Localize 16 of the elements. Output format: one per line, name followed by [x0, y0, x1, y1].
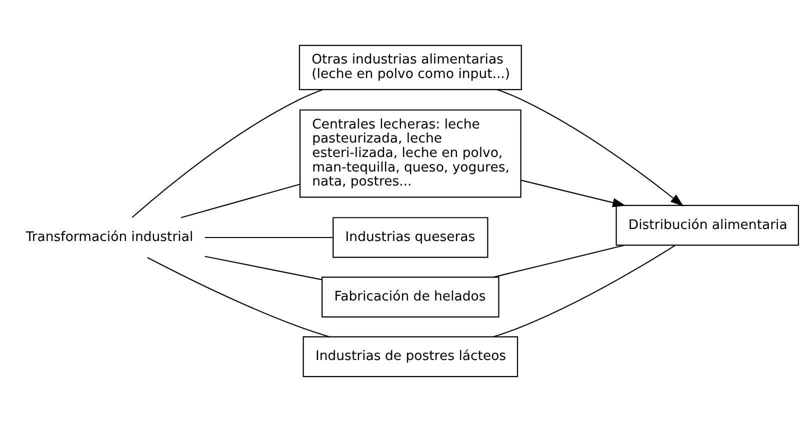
node-box: Otras industrias alimentarias (leche en polvo como input...): [298, 44, 522, 90]
node-box: Industrias de postres lácteos: [302, 336, 518, 378]
connector: [132, 89, 323, 218]
node-box: Centrales lecheras: leche pasteurizada, leche esteri-lizada, leche en polvo, man-tequilla, queso, yogures, nata, postres...: [299, 109, 522, 198]
node-box: Distribución alimentaria: [616, 204, 799, 246]
arrow: [520, 180, 626, 208]
connector: [493, 244, 625, 278]
connector: [147, 257, 330, 338]
connector: [204, 256, 322, 280]
connector: [204, 236, 333, 238]
connector: [493, 244, 676, 338]
node-box: Industrias queseras: [332, 217, 488, 258]
arrow: [497, 89, 684, 206]
node-box: Fabricación de helados: [322, 276, 500, 318]
connector: [180, 184, 300, 218]
node-text: Transformación industrial: [26, 230, 194, 245]
